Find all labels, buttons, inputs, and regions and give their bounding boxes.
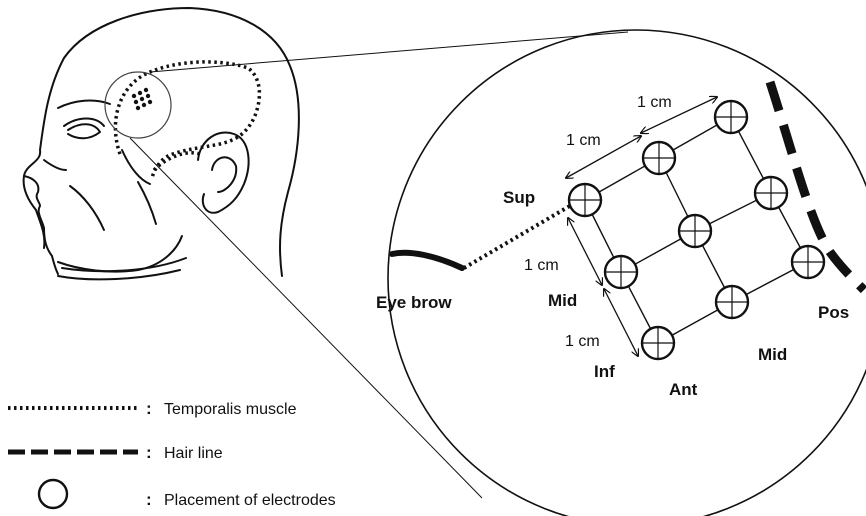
legend-label-hair-line: Hair line — [164, 445, 223, 462]
label-pos: Pos — [818, 303, 849, 322]
legend-label-electrodes: Placement of electrodes — [164, 492, 336, 509]
legend: : Temporalis muscle : Hair line : Placem… — [8, 399, 336, 509]
legend-item-temporalis: : Temporalis muscle — [8, 399, 297, 418]
label-inf: Inf — [594, 362, 615, 381]
label-eye-brow: Eye brow — [376, 293, 452, 312]
legend-label-temporalis: Temporalis muscle — [164, 401, 297, 418]
cheek-line — [70, 186, 104, 230]
ear-inner — [212, 157, 236, 192]
head-electrode-dots — [132, 88, 152, 110]
label-ant: Ant — [669, 380, 698, 399]
zoom-connector-bottom — [130, 138, 482, 498]
dim-label-top: 1 cm — [637, 94, 672, 111]
dim-label-upper-left: 1 cm — [566, 132, 601, 149]
temporalis-muscle-zoomed — [464, 200, 580, 268]
head-sketch — [24, 8, 299, 279]
facial-nerve-lines — [122, 150, 156, 224]
legend-circle-symbol — [39, 480, 67, 508]
temporalis-muscle-lower-head — [154, 153, 200, 170]
legend-item-hair-line: : Hair line — [8, 443, 223, 462]
legend-item-electrodes: : Placement of electrodes — [39, 480, 336, 509]
eyebrow-zoomed — [392, 253, 462, 268]
eye — [68, 124, 100, 138]
temporalis-muscle-outline-head — [115, 62, 259, 178]
dim-arrow-middle-left — [568, 218, 602, 285]
neck-front — [52, 256, 58, 274]
ear — [198, 132, 249, 212]
zoom-connector-top — [150, 32, 628, 72]
label-mid-horizontal: Mid — [758, 345, 787, 364]
legend-separator: : — [146, 490, 152, 509]
dim-label-lower-left: 1 cm — [565, 333, 600, 350]
dim-arrow-lower-left — [604, 289, 638, 356]
head-zoom-circle — [105, 72, 171, 138]
head-outline — [24, 8, 299, 276]
dim-label-middle-left: 1 cm — [524, 257, 559, 274]
jaw-line — [58, 236, 182, 272]
legend-separator: : — [146, 443, 152, 462]
label-mid-vertical: Mid — [548, 291, 577, 310]
label-sup: Sup — [503, 188, 535, 207]
eyebrow — [58, 101, 110, 108]
legend-separator: : — [146, 399, 152, 418]
nose-line — [44, 160, 66, 170]
